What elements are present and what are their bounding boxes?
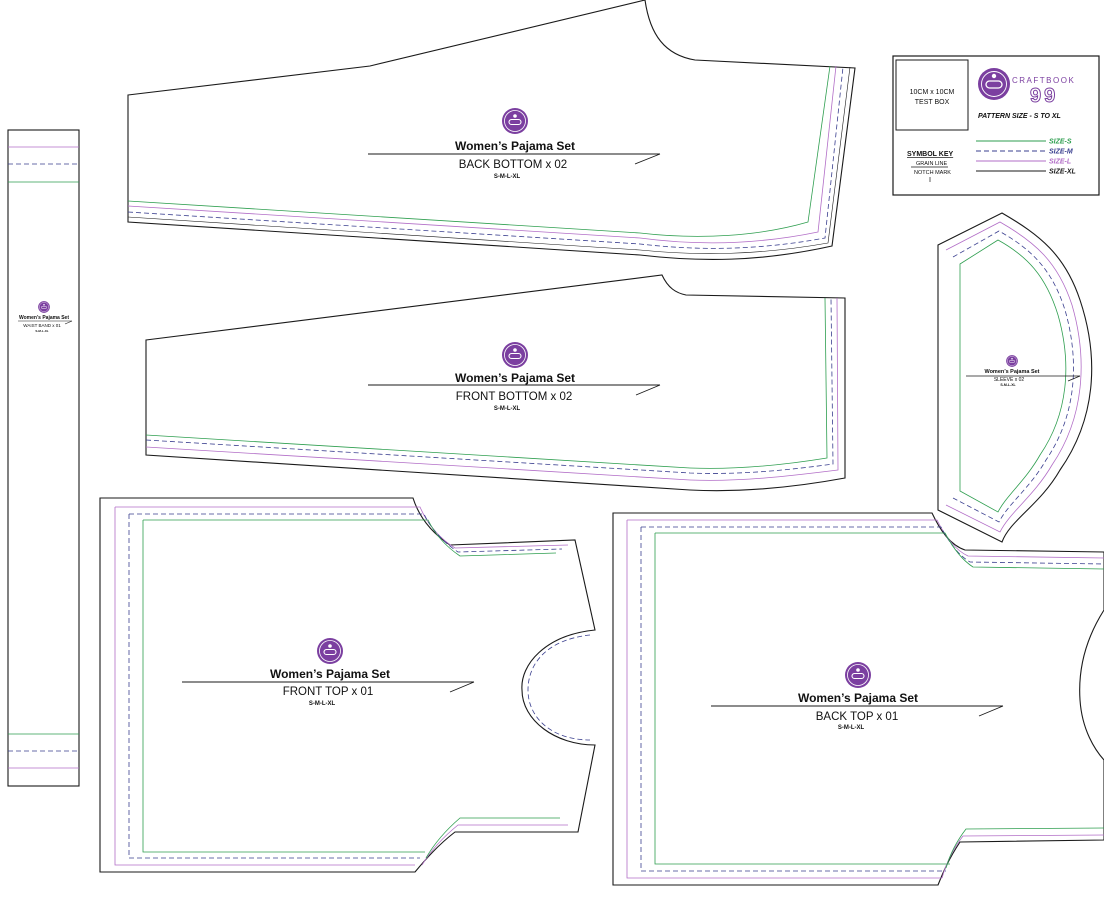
info-box: 10CM x 10CM TEST BOX CRAFTBOOK 99 PATTER… [892, 55, 1100, 196]
piece-name: BACK TOP x 01 [816, 711, 898, 723]
piece-title: Women’s Pajama Set [455, 371, 575, 385]
size-legend: SIZE-S SIZE-M SIZE-L SIZE-XL [976, 139, 1076, 176]
piece-name: BACK BOTTOM x 02 [459, 159, 567, 171]
piece-sizes: S-M-L-XL [838, 725, 865, 731]
piece-sizes: S-M-L-XL [309, 701, 336, 707]
piece-title: Women’s Pajama Set [19, 315, 69, 321]
pattern-badge-icon [1005, 354, 1019, 368]
notch-mark-label: NOTCH MARK [914, 170, 951, 176]
legend-label: SIZE-L [1049, 159, 1071, 166]
brand-number: 99 [1030, 85, 1058, 107]
brand-name: CRAFTBOOK [1012, 76, 1075, 85]
test-box-label: TEST BOX [915, 99, 950, 106]
craftbook-logo-icon [978, 68, 1010, 100]
piece-name: FRONT TOP x 01 [283, 686, 374, 698]
piece-title: Women’s Pajama Set [798, 691, 918, 705]
pattern-badge-icon [844, 661, 872, 689]
piece-sizes: S-M-L-XL [494, 406, 521, 412]
piece-title: Women’s Pajama Set [455, 139, 575, 153]
piece-back-top: Women’s Pajama Set BACK TOP x 01 S-M-L-X… [612, 512, 1104, 886]
symbol-key-title: SYMBOL KEY [907, 151, 953, 158]
pattern-badge-icon [37, 300, 51, 314]
test-box: 10CM x 10CM TEST BOX [895, 59, 969, 131]
pattern-badge-icon [501, 107, 529, 135]
legend-label: SIZE-M [1049, 149, 1073, 156]
piece-name: FRONT BOTTOM x 02 [456, 391, 573, 403]
piece-title: Women’s Pajama Set [270, 667, 390, 681]
pattern-badge-icon [316, 637, 344, 665]
piece-sizes: S-M-L-XL [494, 174, 521, 180]
piece-name: WAIST BAND x 01 [23, 323, 61, 328]
piece-waist-band: Women’s Pajama Set WAIST BAND x 01 S-M-L… [7, 129, 80, 787]
piece-name: SLEEVE x 02 [994, 377, 1025, 383]
piece-title: Women’s Pajama Set [984, 369, 1039, 375]
grain-line-label: GRAIN LINE [916, 161, 948, 167]
legend-label: SIZE-XL [1049, 169, 1076, 176]
piece-sizes: S-M-L-XL [1000, 383, 1016, 387]
legend-label: SIZE-S [1049, 139, 1072, 146]
test-box-size: 10CM x 10CM [910, 89, 955, 96]
piece-front-bottom: Women’s Pajama Set FRONT BOTTOM x 02 S-M… [145, 274, 846, 492]
piece-back-bottom: Women’s Pajama Set BACK BOTTOM x 02 S-M-… [127, 0, 856, 260]
pattern-size: PATTERN SIZE - S TO XL [978, 113, 1061, 120]
piece-sizes: S-M-L-XL [35, 329, 48, 333]
piece-sleeve: Women’s Pajama Set SLEEVE x 02 S-M-L-XL [937, 212, 1093, 543]
piece-front-top: Women’s Pajama Set FRONT TOP x 01 S-M-L-… [99, 497, 596, 873]
pattern-badge-icon [501, 341, 529, 369]
